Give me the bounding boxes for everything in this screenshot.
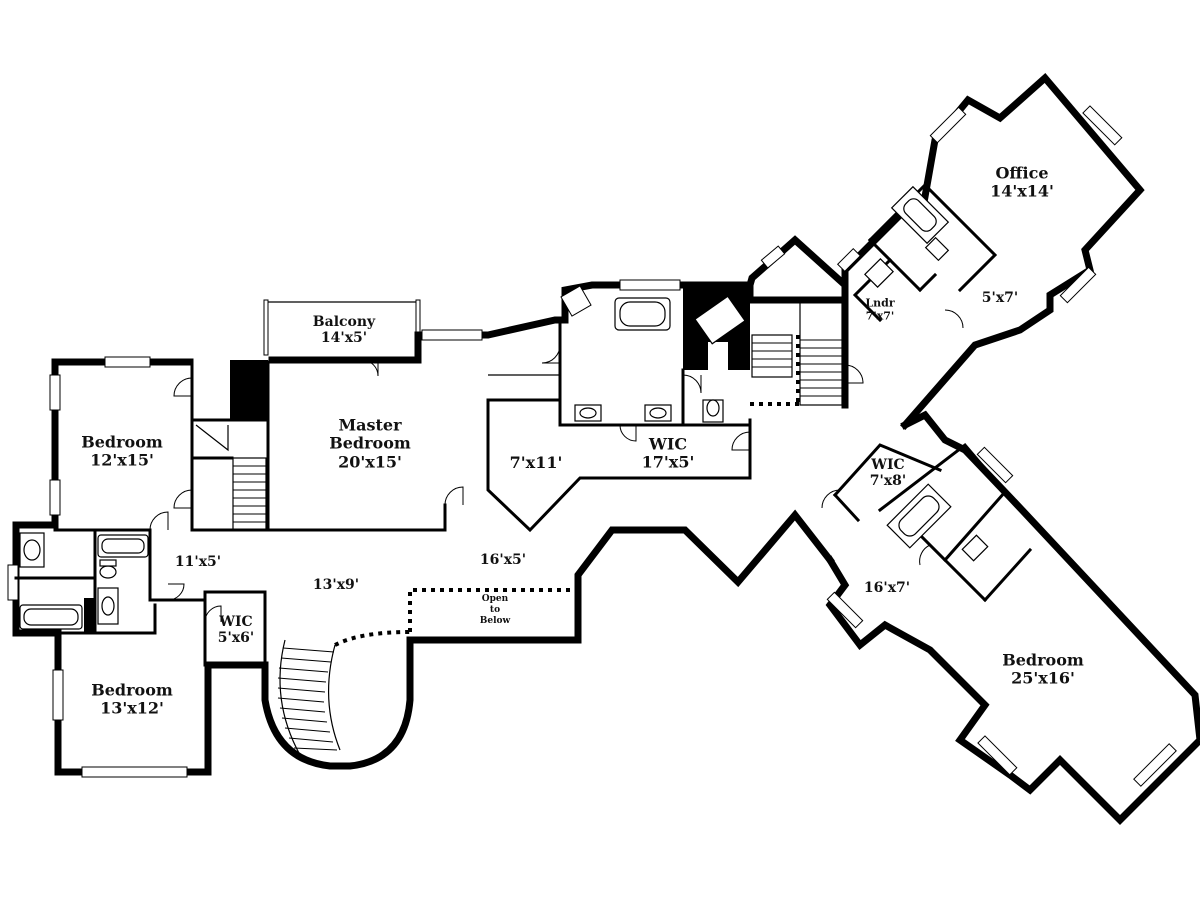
wic-master-label: WIC 17'x5' — [641, 434, 695, 473]
open-to-below-line3: Below — [479, 615, 511, 626]
hall-right-top-dim: 5'x7' — [981, 289, 1019, 306]
bedroom-left-name: Bedroom — [81, 432, 163, 452]
master-bedroom-dim: 20'x15' — [338, 452, 402, 472]
bedroom-right-dim: 25'x16' — [1011, 669, 1075, 688]
office-name: Office — [995, 163, 1049, 183]
wic-right-label: WIC 7'x8' — [870, 457, 906, 489]
right-wing-walls — [825, 410, 1200, 825]
left-stair-treads — [233, 465, 266, 523]
open-to-below-line2: to — [489, 604, 501, 615]
bedroom-left-dim: 12'x15' — [90, 451, 154, 470]
wic-small-dim: 5'x6' — [217, 630, 255, 646]
hall-left-dim: 11'x5' — [174, 553, 222, 570]
back-stair-treads — [752, 339, 842, 397]
office-dim: 14'x14' — [990, 182, 1054, 201]
wic-master-name: WIC — [648, 434, 688, 454]
master-suite-interior — [486, 295, 752, 533]
back-stair — [746, 281, 849, 409]
bedroom-lower-left-dim: 13'x12' — [100, 699, 164, 718]
bedroom-left-label: Bedroom 12'x15' — [81, 432, 163, 471]
office-wing-walls — [836, 73, 1145, 430]
wic-small-label: WIC 5'x6' — [218, 614, 254, 646]
interior-walls-left — [14, 360, 447, 667]
left-wing-walls — [7, 235, 849, 778]
hall-lower-walls — [406, 509, 835, 644]
central-stair — [261, 588, 578, 770]
wic-master-dim: 17'x5' — [641, 453, 695, 472]
bedroom-right-name: Bedroom — [1002, 650, 1084, 670]
door-swings — [149, 309, 964, 623]
office-label: Office 14'x14' — [990, 163, 1054, 202]
bedroom-lower-left-name: Bedroom — [91, 680, 173, 700]
laundry-name: Lndr — [865, 296, 895, 310]
master-bedroom-label: Master Bedroom 20'x15' — [329, 415, 411, 472]
balcony-name: Balcony — [312, 313, 376, 330]
left-wing-fixtures — [19, 424, 267, 630]
wic-small-name: WIC — [219, 613, 253, 630]
bedroom-lower-left-label: Bedroom 13'x12' — [91, 680, 173, 719]
closet-master-dim: 7'x11' — [509, 452, 563, 472]
open-to-below-line1: Open — [481, 593, 509, 604]
wic-right-dim: 7'x8' — [869, 473, 907, 489]
landing-dim: 13'x9' — [312, 576, 360, 593]
open-to-below-note: Open to Below — [480, 594, 511, 626]
balcony-dim: 14'x5' — [320, 330, 368, 346]
hall-center-dim: 16'x5' — [479, 551, 527, 568]
master-bedroom-name-line1: Master — [338, 415, 402, 435]
bedroom-right-label: Bedroom 25'x16' — [1002, 650, 1084, 689]
hall-right-dim: 16'x7' — [863, 579, 911, 596]
central-stair-treads — [277, 647, 338, 751]
laundry-dim: 7'x7' — [865, 309, 895, 322]
wic-right-name: WIC — [871, 456, 905, 473]
master-bedroom-name-line2: Bedroom — [329, 433, 411, 453]
laundry-label: Lndr 7'x7' — [865, 297, 894, 322]
balcony-label: Balcony 14'x5' — [313, 314, 375, 346]
